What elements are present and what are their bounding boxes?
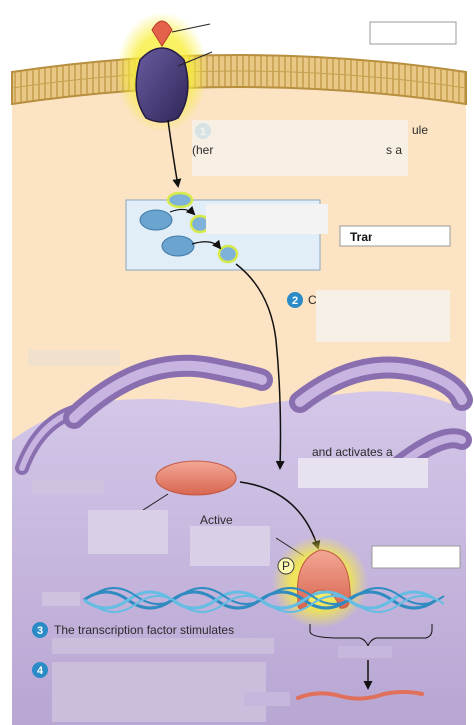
step-1-text-end: ule xyxy=(412,123,428,137)
step-4-badge xyxy=(32,662,48,678)
activates-text: and activates a xyxy=(312,445,393,459)
active-label-mask xyxy=(190,526,270,566)
nucleus-label-mask xyxy=(32,480,104,494)
signal-molecule xyxy=(151,20,173,47)
step-2-number: 2 xyxy=(292,295,298,307)
step-2-mask xyxy=(316,290,450,342)
step-1-text-start: (her xyxy=(192,143,213,157)
arrow-cascade-to-nucleus xyxy=(235,263,285,470)
nuclear-envelope-right-inner xyxy=(295,362,467,407)
cascade-arrow-1 xyxy=(169,205,196,216)
step-3-badge xyxy=(32,622,48,638)
membrane-inner-line xyxy=(11,70,467,89)
translation-heading-mask xyxy=(372,229,434,243)
step-1-text-mid: s a xyxy=(386,143,402,157)
arrow-receptor-to-cascade xyxy=(167,119,182,188)
phosphate-group xyxy=(277,557,295,575)
step-3-mask xyxy=(52,638,274,654)
leader-inactive xyxy=(139,493,169,513)
dna-label-mask xyxy=(42,592,80,606)
dna-helix xyxy=(83,587,445,613)
dna-strand-a2 xyxy=(91,587,445,605)
gene-label-mask xyxy=(338,646,392,658)
mrna-label-mask xyxy=(244,692,290,706)
response-label-box xyxy=(371,545,461,569)
receptor xyxy=(135,47,189,123)
active-text: Active xyxy=(200,513,233,527)
leader-line-receptor xyxy=(177,51,213,67)
step-1-mask xyxy=(192,120,408,176)
inactive-transcription-factor xyxy=(155,460,237,496)
phosphate-label: P xyxy=(282,559,290,573)
kinase-1 xyxy=(166,191,194,209)
step-2-badge xyxy=(287,292,303,308)
leader-line-ligand xyxy=(171,23,211,33)
mrna xyxy=(296,690,424,701)
kinase-5 xyxy=(217,244,239,264)
nuclear-envelope-mid-inner xyxy=(69,360,267,423)
kinase-4 xyxy=(161,235,195,257)
kinase-2 xyxy=(139,209,173,231)
kinase-cascade xyxy=(139,191,239,264)
step-4-mask xyxy=(52,662,266,722)
cytoplasm-label-mask xyxy=(28,350,120,366)
step-3-number: 3 xyxy=(37,625,43,637)
inactive-label-mask xyxy=(88,510,168,554)
step-2-text-start: C xyxy=(308,293,317,307)
cascade-label-mask xyxy=(206,204,328,234)
arrow-to-active-factor xyxy=(239,481,321,550)
cascade-arrow-2 xyxy=(191,239,222,250)
step-3-text: The transcription factor stimulates xyxy=(54,623,234,637)
step-4-number: 4 xyxy=(37,665,44,677)
dna-strand-b2 xyxy=(91,595,445,613)
header-box xyxy=(369,21,457,45)
activates-mask xyxy=(298,458,428,488)
